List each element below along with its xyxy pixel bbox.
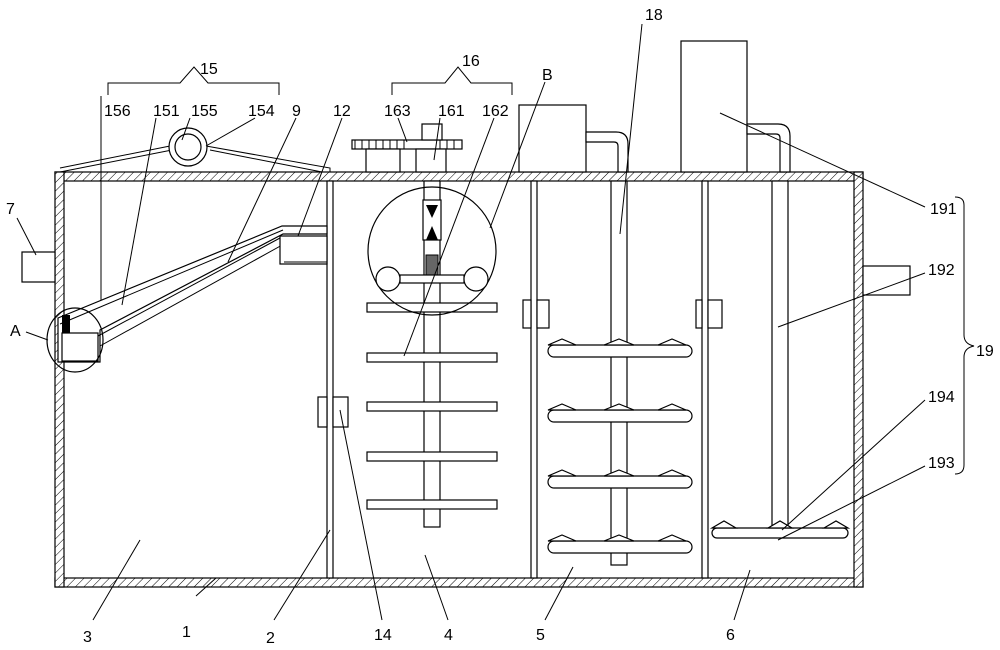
label-163: 163	[384, 103, 411, 120]
label-161: 161	[438, 103, 465, 120]
label-155: 155	[191, 103, 218, 120]
tank-body	[54, 171, 864, 588]
label-3: 3	[83, 629, 92, 646]
brace-15	[107, 66, 280, 95]
inlet-pipe	[21, 251, 56, 283]
label-15: 15	[200, 61, 218, 78]
label-162: 162	[482, 103, 509, 120]
conveyor-chute	[46, 225, 328, 373]
label-A: A	[10, 323, 21, 340]
partition-walls	[326, 180, 709, 579]
label-194: 194	[928, 389, 955, 406]
label-1: 1	[182, 624, 191, 641]
label-9: 9	[292, 103, 301, 120]
label-12: 12	[333, 103, 351, 120]
label-19: 19	[976, 343, 994, 360]
label-151: 151	[153, 103, 180, 120]
leader-lines	[16, 23, 926, 621]
label-191: 191	[930, 201, 957, 218]
brace-19	[954, 196, 975, 475]
stirring-assembly	[351, 123, 498, 528]
label-4: 4	[444, 627, 453, 644]
label-156: 156	[104, 103, 131, 120]
discharge-assembly	[680, 40, 851, 539]
aeration-arms	[547, 338, 693, 554]
label-16: 16	[462, 53, 480, 70]
label-193: 193	[928, 455, 955, 472]
label-7: 7	[6, 201, 15, 218]
outlet-pipe	[862, 265, 911, 296]
label-6: 6	[726, 627, 735, 644]
label-B: B	[542, 67, 553, 84]
label-5: 5	[536, 627, 545, 644]
lifting-assembly	[59, 96, 331, 318]
label-2: 2	[266, 630, 275, 647]
brace-16	[391, 66, 513, 95]
overflow-windows	[317, 299, 723, 428]
label-154: 154	[248, 103, 275, 120]
reference-labels: 1 2 3 4 5 6 7 9 12 14 15 151 154 155 156…	[6, 7, 994, 647]
label-14: 14	[374, 627, 392, 644]
label-192: 192	[928, 262, 955, 279]
aeration-assembly	[518, 104, 693, 566]
label-18: 18	[645, 7, 663, 24]
